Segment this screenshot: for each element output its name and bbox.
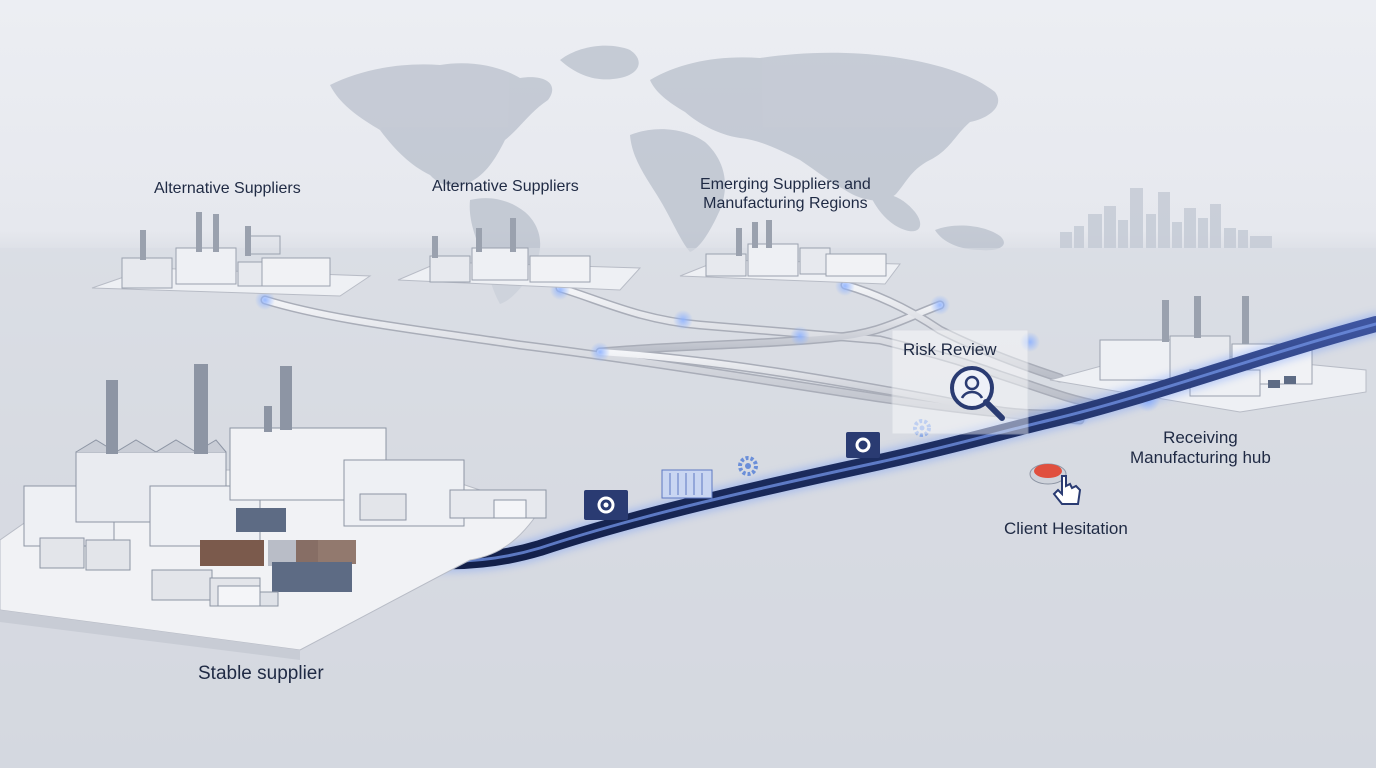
alt-suppliers-label-2: Alternative Suppliers	[432, 178, 579, 195]
city-skyline-icon	[1060, 188, 1272, 248]
alt-suppliers-label-1: Alternative Suppliers	[154, 180, 301, 197]
stable-supplier-label: Stable supplier	[198, 663, 324, 684]
alternative-supplier-site-2	[397, 218, 642, 291]
magnifier-user-icon	[950, 366, 1005, 421]
risk-review-panel	[891, 329, 1029, 435]
emerging-label-line2: Manufacturing Regions	[703, 195, 868, 213]
stable-supplier-site	[0, 364, 547, 660]
receiving-label-line2: Manufacturing hub	[1130, 448, 1271, 468]
alternative-supplier-site-1	[91, 212, 372, 297]
receiving-label-line1: Receiving	[1163, 428, 1238, 447]
gear-icon	[584, 490, 628, 520]
client-hesitation-button	[1029, 463, 1082, 505]
emerging-supplier-site	[679, 220, 901, 285]
gear-icon	[913, 419, 931, 437]
container-icon	[661, 469, 713, 499]
risk-review-label: Risk Review	[903, 340, 997, 359]
emerging-label-line1: Emerging Suppliers and	[700, 176, 871, 193]
client-hesitation-label: Client Hesitation	[1004, 519, 1128, 538]
pointer-hand-icon	[1052, 475, 1082, 505]
gear-icon	[846, 432, 880, 458]
alternative-routes	[260, 280, 1105, 425]
gear-icon	[738, 456, 758, 476]
receiving-hub-label: Receiving Manufacturing hub	[1130, 428, 1271, 469]
emerging-suppliers-label: Emerging Suppliers and Manufacturing Reg…	[700, 175, 871, 213]
